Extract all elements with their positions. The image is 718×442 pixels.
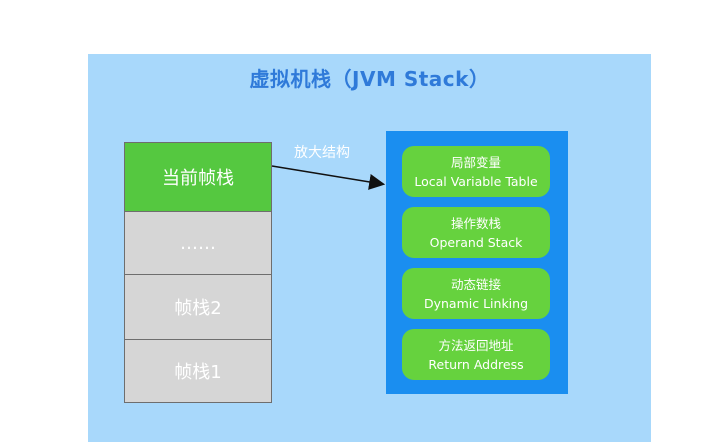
ellipsis-stack-frame: …… (124, 211, 272, 275)
local-variable-table-en: Local Variable Table (414, 173, 538, 189)
operand-stack-en: Operand Stack (429, 234, 523, 250)
current-stack-frame: 当前帧栈 (124, 142, 272, 212)
local-variable-table-zh: 局部变量 (450, 154, 501, 170)
return-address-zh: 方法返回地址 (438, 337, 514, 353)
local-variable-table-item: 局部变量 Local Variable Table (402, 146, 550, 197)
stack-frame-2-label: 帧栈2 (174, 298, 222, 319)
dynamic-linking-zh: 动态链接 (450, 276, 501, 292)
return-address-item: 方法返回地址 Return Address (402, 329, 550, 380)
stack-frame-1: 帧栈1 (124, 339, 272, 403)
operand-stack-item: 操作数栈 Operand Stack (402, 207, 550, 258)
diagram-title: 虚拟机栈（JVM Stack） (249, 67, 490, 91)
zoom-arrow-label: 放大结构 (294, 145, 350, 161)
dynamic-linking-en: Dynamic Linking (423, 295, 529, 311)
return-address-en: Return Address (428, 356, 524, 372)
ellipsis-stack-frame-label: …… (180, 232, 216, 254)
stack-frame-1-label: 帧栈1 (174, 362, 222, 383)
operand-stack-zh: 操作数栈 (450, 215, 501, 231)
dynamic-linking-item: 动态链接 Dynamic Linking (402, 268, 550, 319)
current-stack-frame-label: 当前帧栈 (162, 168, 234, 189)
